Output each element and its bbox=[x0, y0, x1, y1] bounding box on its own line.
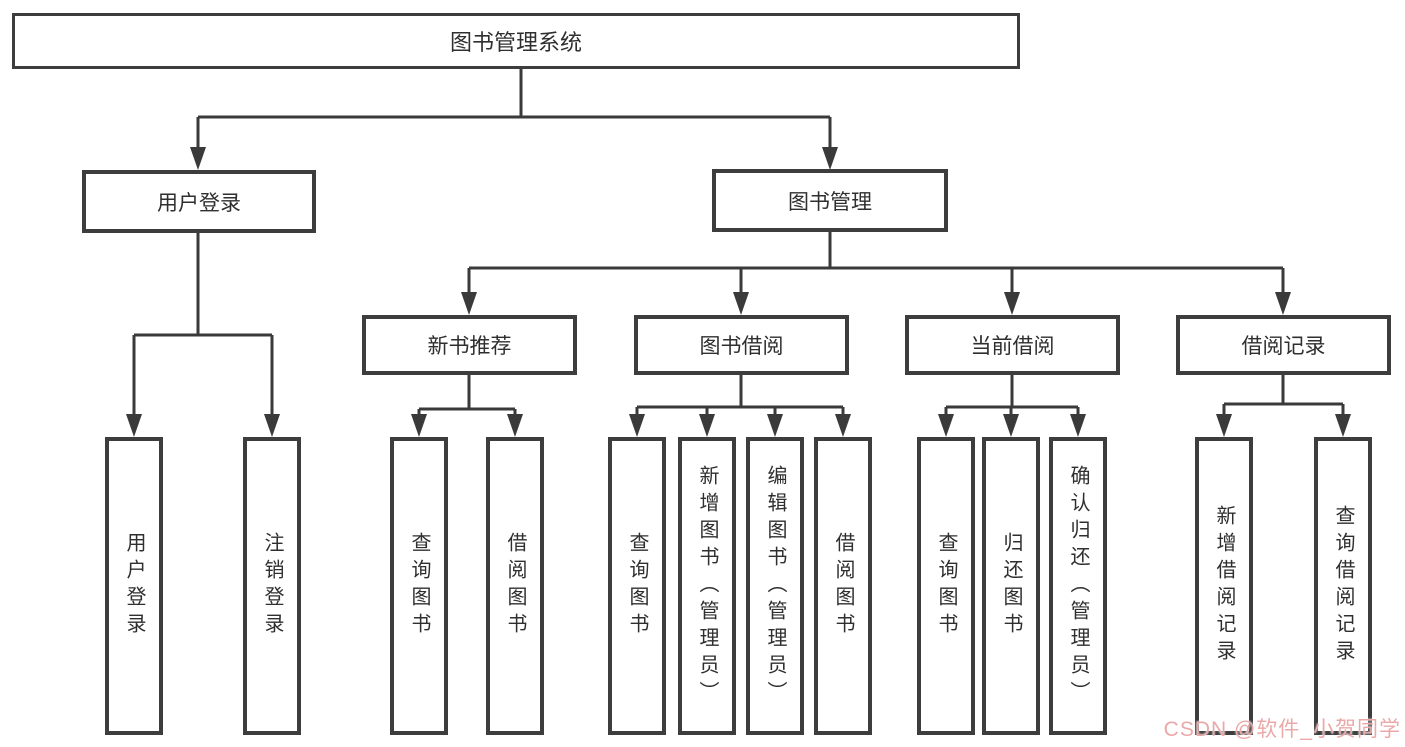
leaf-confirm-return-admin: 确认归还（管理员） bbox=[1049, 437, 1107, 735]
leaf-add-books-admin: 新增图书（管理员） bbox=[678, 437, 736, 735]
node-label: 当前借阅 bbox=[970, 335, 1055, 358]
node-label: 图书借阅 bbox=[699, 335, 784, 358]
csdn-watermark: CSDN @软件_小贺同学 bbox=[1163, 718, 1401, 741]
node-user-login: 用户登录 bbox=[82, 170, 316, 233]
leaf-query-books-1: 查询图书 bbox=[390, 437, 448, 735]
leaf-query-books-3: 查询图书 bbox=[917, 437, 975, 735]
leaf-query-borrow-record: 查询借阅记录 bbox=[1314, 437, 1372, 735]
leaf-user-login: 用户登录 bbox=[105, 437, 163, 735]
leaf-add-borrow-record: 新增借阅记录 bbox=[1195, 437, 1253, 735]
node-label: 借阅记录 bbox=[1241, 335, 1326, 358]
node-book-borrowing: 图书借阅 bbox=[634, 315, 849, 375]
leaf-borrow-books-1: 借阅图书 bbox=[486, 437, 544, 735]
node-new-book-recommendation: 新书推荐 bbox=[362, 315, 577, 375]
leaf-borrow-books-2: 借阅图书 bbox=[814, 437, 872, 735]
leaf-return-books: 归还图书 bbox=[982, 437, 1040, 735]
leaf-edit-books-admin: 编辑图书（管理员） bbox=[746, 437, 804, 735]
node-label: 用户登录 bbox=[157, 191, 241, 215]
node-current-borrowing: 当前借阅 bbox=[905, 315, 1120, 375]
node-label: 新书推荐 bbox=[427, 335, 512, 358]
node-library-management-system: 图书管理系统 bbox=[12, 13, 1020, 69]
node-label: 图书管理系统 bbox=[449, 30, 582, 55]
leaf-logout: 注销登录 bbox=[243, 437, 301, 735]
node-borrowing-records: 借阅记录 bbox=[1176, 315, 1391, 375]
arrowheads bbox=[126, 147, 1351, 437]
node-label: 图书管理 bbox=[788, 190, 872, 214]
leaf-query-books-2: 查询图书 bbox=[608, 437, 666, 735]
node-book-management: 图书管理 bbox=[712, 169, 948, 232]
